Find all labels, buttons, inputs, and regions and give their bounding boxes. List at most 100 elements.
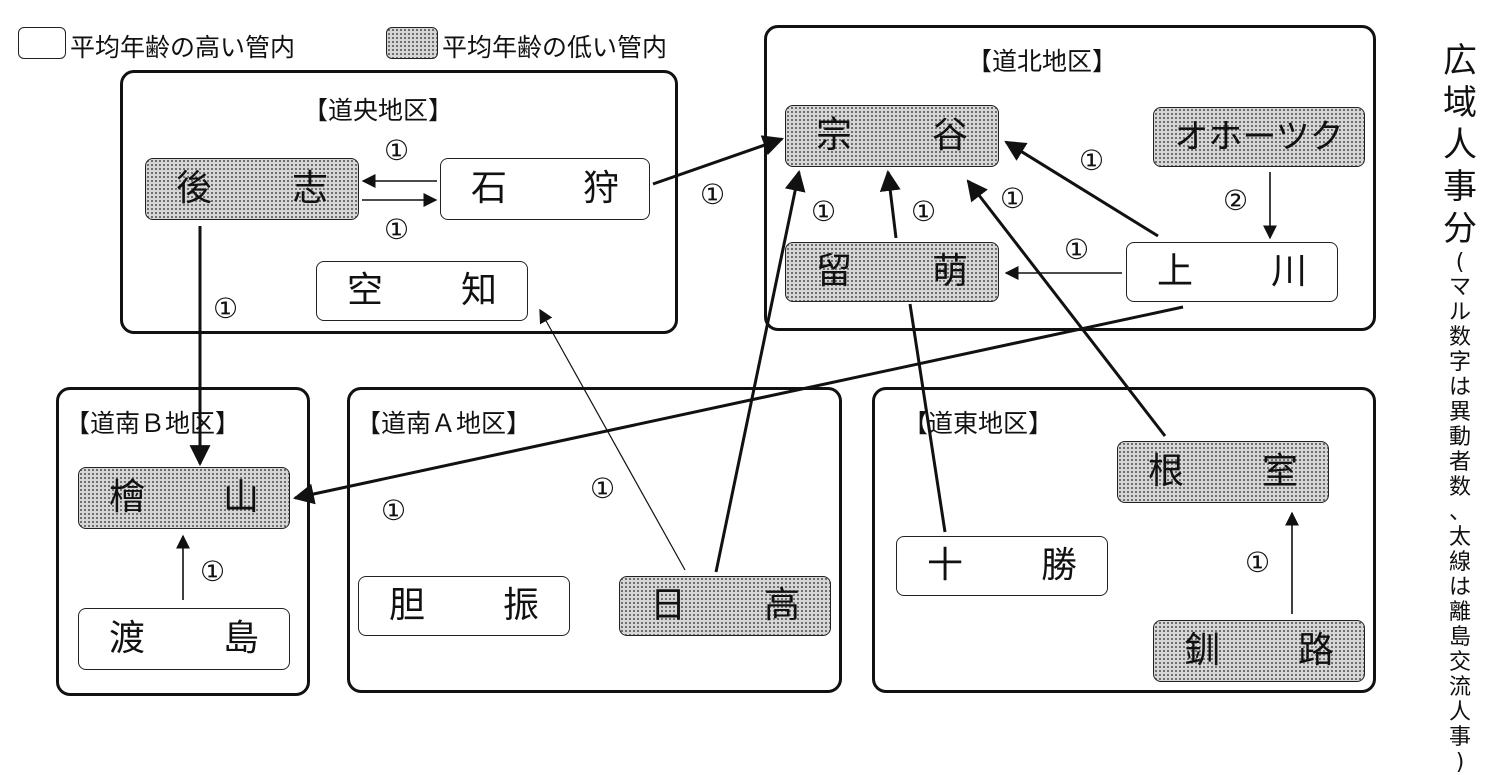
count-nemuro-to-soya: ① [1000, 182, 1026, 215]
office-nemuro-char1: 根 [1148, 451, 1185, 492]
count-iburi: ① [381, 494, 407, 527]
arrow-hidaka-to-sorachi [539, 308, 686, 571]
office-kamikawa-char1: 上 [1157, 251, 1194, 292]
legend-high-swatch [18, 27, 66, 59]
count-oshima-to-hiyama: ① [200, 555, 226, 588]
side-note-char: 、 [1448, 500, 1471, 525]
count-ishikari-to-soya: ① [700, 178, 726, 211]
office-hiyama-char2: 山 [222, 477, 259, 518]
office-rumoi-char2: 萌 [931, 251, 968, 292]
arrow-tokachi-to-soya [908, 303, 947, 533]
arrow-hidaka-to-soya [714, 169, 806, 573]
office-nemuro-char2: 室 [1261, 451, 1298, 492]
side-title-char: 域 [1443, 83, 1477, 123]
side-note-char: 数 [1448, 475, 1471, 500]
side-title-char: 広 [1443, 41, 1477, 81]
count-okhotsk-to-kamikawa: ② [1223, 184, 1249, 217]
count-kamikawa-to-rumoi: ① [1064, 233, 1090, 266]
office-iburi: 胆 振 [358, 576, 570, 636]
office-shiribeshi-char2: 志 [291, 168, 328, 209]
office-tokachi-char1: 十 [927, 545, 964, 586]
office-shiribeshi: 後 志 [145, 158, 359, 220]
side-note-char: 離 [1448, 600, 1471, 625]
side-note-char: ( [1455, 250, 1465, 275]
side-note-char: マ [1448, 275, 1471, 300]
side-title-char: 人 [1443, 125, 1477, 165]
office-tokachi: 十 勝 [896, 536, 1108, 596]
office-tokachi-char2: 勝 [1040, 545, 1077, 586]
count-kamikawa-to-soya: ① [1079, 144, 1105, 177]
count-shiribeshi-to-ishikari: ① [384, 213, 410, 246]
arrow-kamikawa-to-hiyama [292, 305, 1184, 505]
side-note-char: 線 [1448, 550, 1471, 575]
office-kushiro: 釧 路 [1153, 620, 1365, 682]
office-hiyama-char1: 檜 [109, 477, 146, 518]
office-oshima: 渡 島 [78, 608, 290, 670]
side-note-char: は [1448, 375, 1471, 400]
count-shiribeshi-to-hiyama: ① [213, 292, 239, 325]
side-note-char: ) [1455, 750, 1465, 775]
office-hidaka-char1: 日 [650, 585, 687, 626]
office-kamikawa-char2: 川 [1270, 251, 1307, 292]
region-dohoku-title: 【道北地区】 [967, 47, 1118, 76]
count-rumoi-to-soya: ① [911, 195, 937, 228]
side-note-char: 島 [1448, 625, 1471, 650]
side-note-char: 流 [1448, 675, 1471, 700]
side-note-char: 数 [1448, 325, 1471, 350]
office-sorachi-char1: 空 [347, 270, 384, 311]
side-note-char: 異 [1448, 400, 1471, 425]
office-rumoi-char1: 留 [816, 251, 853, 292]
office-soya: 宗 谷 [785, 105, 999, 167]
arrow-nemuro-to-soya [966, 179, 1167, 437]
office-okhotsk: オホーツク [1153, 107, 1365, 167]
side-title-char: 分 [1443, 209, 1477, 249]
office-ishikari: 石 狩 [440, 158, 650, 220]
office-oshima-char1: 渡 [109, 618, 146, 659]
office-oshima-char2: 島 [222, 618, 259, 659]
office-shiribeshi-char1: 後 [176, 168, 213, 209]
office-hidaka-char2: 高 [763, 585, 800, 626]
count-hidaka-to-soya: ① [811, 195, 837, 228]
office-ishikari-char1: 石 [471, 168, 508, 209]
office-kushiro-char2: 路 [1297, 630, 1334, 671]
legend-high-label: 平均年齢の高い管内 [70, 33, 296, 62]
office-sorachi-char2: 知 [460, 270, 497, 311]
flow-arrows [176, 135, 1299, 614]
region-donan-a: 【道南Ａ地区】 [347, 387, 842, 693]
office-nemuro: 根 室 [1117, 441, 1329, 503]
side-note-char: ル [1448, 300, 1471, 325]
count-hidaka-to-sorachi: ① [590, 472, 616, 505]
side-note-char: 交 [1448, 650, 1471, 675]
office-okhotsk-label: オホーツク [1174, 117, 1344, 157]
region-donan-b-title: 【道南Ｂ地区】 [65, 409, 241, 438]
office-ishikari-char2: 狩 [582, 168, 619, 209]
side-note-char: 人 [1448, 700, 1471, 725]
office-hidaka: 日 高 [619, 576, 831, 636]
arrow-ishikari-to-soya [652, 135, 784, 186]
office-kamikawa: 上 川 [1126, 242, 1338, 302]
arrow-rumoi-to-soya [879, 169, 901, 239]
office-iburi-char1: 胆 [389, 585, 426, 626]
side-note-char: 動 [1448, 425, 1471, 450]
count-ishikari-to-shiribeshi: ① [384, 134, 410, 167]
side-title-char: 事 [1443, 167, 1477, 207]
office-soya-char2: 谷 [931, 115, 968, 156]
office-soya-char1: 宗 [816, 115, 853, 156]
office-kushiro-char1: 釧 [1184, 630, 1221, 671]
office-iburi-char2: 振 [502, 585, 539, 626]
region-donan-a-title: 【道南Ａ地区】 [356, 409, 532, 438]
region-doou-title: 【道央地区】 [303, 96, 454, 125]
office-sorachi: 空 知 [316, 261, 528, 321]
side-note-char: 者 [1448, 450, 1471, 475]
office-rumoi: 留 萌 [785, 242, 999, 302]
side-note-char: 太 [1448, 525, 1471, 550]
legend-low-swatch [386, 27, 438, 59]
side-note-char: 事 [1448, 725, 1471, 750]
count-kushiro-to-nemuro: ① [1245, 546, 1271, 579]
legend-low-label: 平均年齢の低い管内 [442, 33, 668, 62]
side-note-char: 字 [1448, 350, 1471, 375]
side-title: 広 域 人 事 分 ( マ ル 数 字 は 異 動 者 数 、 太 線 は 離 … [1440, 40, 1480, 775]
side-note-char: は [1448, 575, 1471, 600]
office-hiyama: 檜 山 [78, 467, 290, 529]
arrow-kamikawa-to-soya [1004, 140, 1159, 238]
